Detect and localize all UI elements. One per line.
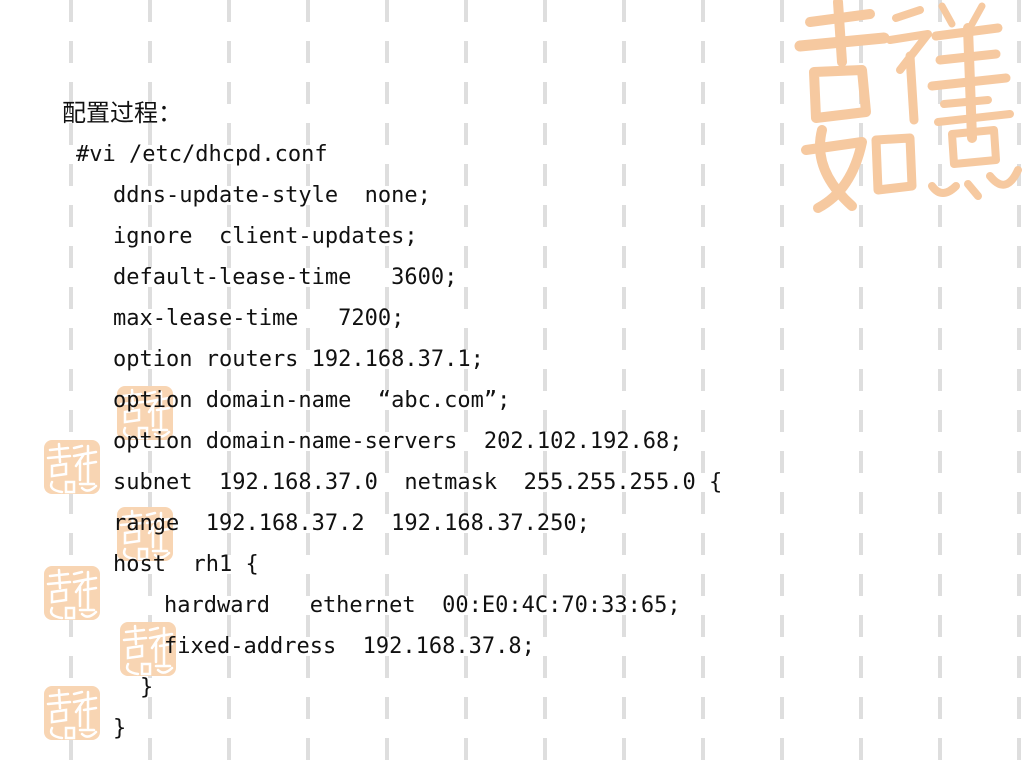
config-line-ddns: ddns-update-style none; bbox=[113, 183, 431, 208]
slide-heading: 配置过程： bbox=[62, 99, 182, 127]
slide-content: 配置过程： #vi /etc/dhcpd.conf ddns-update-st… bbox=[62, 92, 962, 749]
config-line-dns-servers: option domain-name-servers 202.102.192.6… bbox=[113, 429, 683, 454]
config-line-range: range 192.168.37.2 192.168.37.250; bbox=[113, 511, 590, 536]
config-line-default-lease: default-lease-time 3600; bbox=[113, 265, 458, 290]
config-line-domain-name: option domain-name “abc.com”; bbox=[113, 388, 511, 413]
host-line-hardware: hardward ethernet 00:E0:4C:70:33:65; bbox=[164, 593, 681, 618]
host-close-brace: } bbox=[140, 675, 154, 700]
config-line-max-lease: max-lease-time 7200; bbox=[113, 306, 405, 331]
config-line-ignore: ignore client-updates; bbox=[113, 224, 418, 249]
host-line-fixed-address: fixed-address 192.168.37.8; bbox=[164, 634, 535, 659]
command-line: #vi /etc/dhcpd.conf bbox=[76, 142, 328, 167]
config-line-routers: option routers 192.168.37.1; bbox=[113, 347, 484, 372]
config-line-subnet: subnet 192.168.37.0 netmask 255.255.255.… bbox=[113, 470, 723, 495]
subnet-close-brace: } bbox=[113, 716, 127, 741]
config-line-host: host rh1 { bbox=[113, 552, 259, 577]
